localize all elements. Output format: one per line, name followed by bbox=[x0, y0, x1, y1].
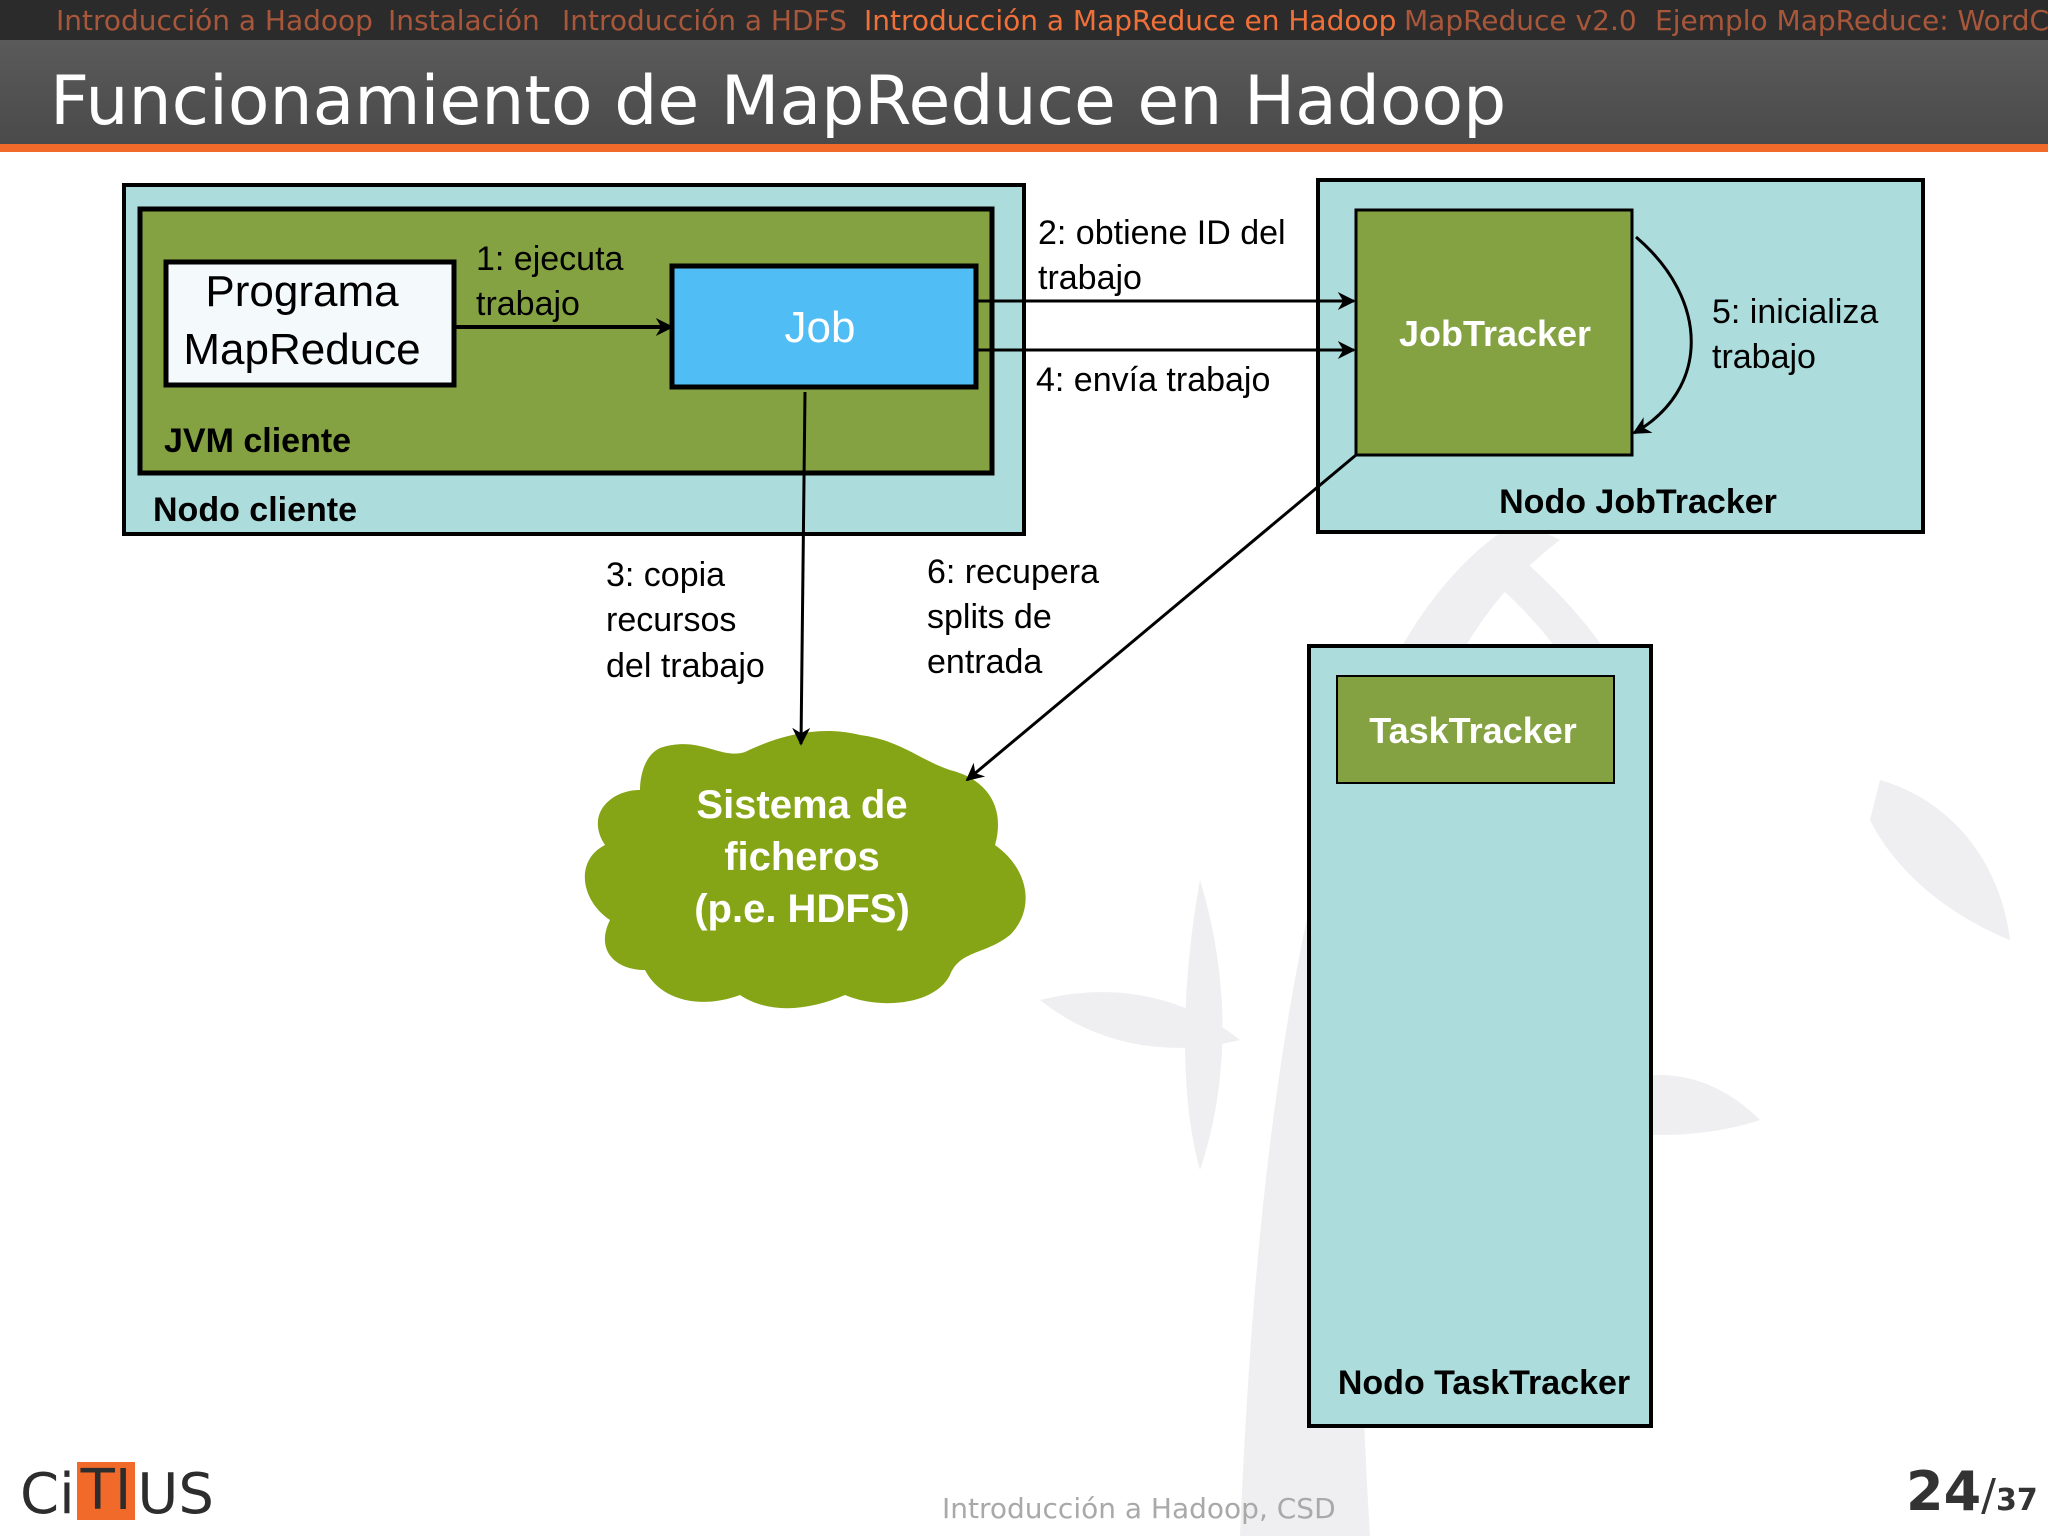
logo-text-right: US bbox=[137, 1462, 214, 1527]
filesystem-label-line1: Sistema de bbox=[696, 783, 907, 827]
filesystem-label-line2: ficheros bbox=[724, 835, 880, 879]
step3-label-line2: recursos bbox=[606, 601, 736, 639]
job-label: Job bbox=[785, 303, 856, 352]
page-number: 24/37 bbox=[1906, 1460, 2038, 1523]
tasktracker-label: TaskTracker bbox=[1369, 710, 1577, 751]
step2-label-line1: 2: obtiene ID del bbox=[1038, 214, 1286, 252]
step5-label-line1: 5: inicializa bbox=[1712, 293, 1878, 331]
step2-label-line2: trabajo bbox=[1038, 259, 1142, 297]
step1-label-line2: trabajo bbox=[476, 285, 580, 323]
page-current: 24 bbox=[1906, 1460, 1981, 1523]
step4-label: 4: envía trabajo bbox=[1036, 361, 1270, 399]
filesystem-label-line3: (p.e. HDFS) bbox=[694, 887, 910, 931]
logo-text-left: Ci bbox=[20, 1462, 75, 1527]
step3-label-line3: del trabajo bbox=[606, 647, 765, 685]
nodo-tasktracker-label: Nodo TaskTracker bbox=[1338, 1364, 1630, 1402]
jobtracker-label: JobTracker bbox=[1399, 313, 1591, 354]
step3-label-line1: 3: copia bbox=[606, 556, 725, 594]
step6-label-line3: entrada bbox=[927, 643, 1042, 681]
program-label-line1: Programa bbox=[205, 267, 399, 316]
step6-label-line2: splits de bbox=[927, 598, 1052, 636]
footer-presentation-title: Introducción a Hadoop, CSD bbox=[942, 1492, 1336, 1525]
nodo-jobtracker-label: Nodo JobTracker bbox=[1499, 483, 1777, 521]
step6-label-line1: 6: recupera bbox=[927, 553, 1099, 591]
step1-label-line1: 1: ejecuta bbox=[476, 240, 624, 278]
logo-text-box: TI bbox=[77, 1462, 136, 1520]
program-label-line2: MapReduce bbox=[183, 325, 420, 374]
page-total: 37 bbox=[1996, 1483, 2038, 1518]
nodo-cliente-label: Nodo cliente bbox=[153, 491, 357, 529]
step5-label-line2: trabajo bbox=[1712, 338, 1816, 376]
page-separator: / bbox=[1981, 1470, 1996, 1521]
jvm-cliente-label: JVM cliente bbox=[164, 422, 351, 460]
